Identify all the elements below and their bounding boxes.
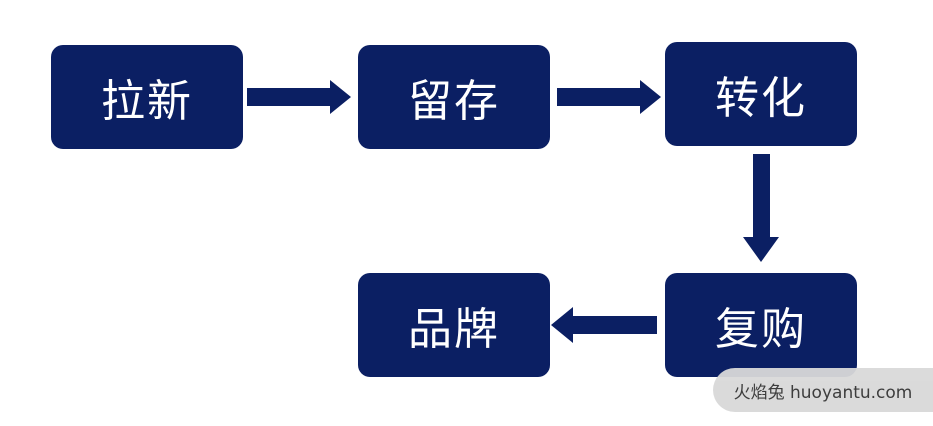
watermark-text: 火焰兔 huoyantu.com <box>733 382 913 403</box>
arrow-left <box>551 307 657 343</box>
arrow-right-1 <box>247 80 351 114</box>
node-label: 拉新 <box>101 76 193 127</box>
arrow-down <box>743 154 779 262</box>
node-label: 复购 <box>715 304 807 355</box>
node-pinpai: 品牌 <box>358 273 550 377</box>
node-label: 品牌 <box>408 304 500 355</box>
node-label: 留存 <box>408 76 500 127</box>
node-label: 转化 <box>715 73 807 124</box>
watermark: 火焰兔 huoyantu.com <box>713 368 933 412</box>
arrow-right-2 <box>557 80 661 114</box>
node-liucun: 留存 <box>358 45 550 149</box>
node-zhuanhua: 转化 <box>665 42 857 146</box>
node-fugou: 复购 <box>665 273 857 377</box>
node-laxin: 拉新 <box>51 45 243 149</box>
